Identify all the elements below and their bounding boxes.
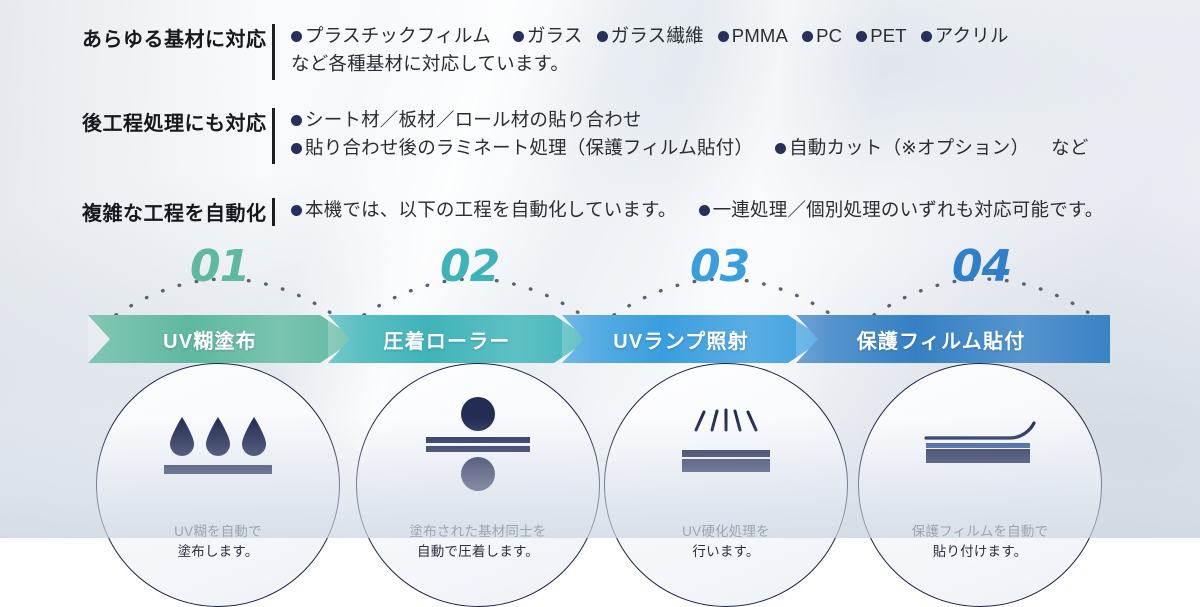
bullet-dot-icon — [596, 31, 608, 42]
feature-item-label: など — [1051, 137, 1089, 159]
feature-item-label: シート材／板材／ロール材の貼り合わせ — [305, 109, 642, 130]
feature-body: プラスチックフィルム ガラス ガラス繊維 PMMA PC PET アクリル など各種基材に対… — [291, 22, 1112, 78]
bullet-dot-icon — [291, 205, 302, 216]
process-step-circle-04: 保護フィルムを自動で 貼り付けます。 — [858, 363, 1102, 607]
feature-item-label: ガラス繊維 — [610, 25, 704, 46]
caption-line-2: 貼り付けます。 — [932, 543, 1028, 559]
process-step-circle-02: 塗布された基材同士を 自動で圧着します。 — [356, 363, 600, 607]
protective-film-glyph — [924, 421, 1036, 463]
caption-line-2: 塗布します。 — [177, 543, 259, 559]
feature-item-label: PET — [870, 25, 907, 46]
feature-body: 本機では、以下の工程を自動化しています。 一連処理／個別処理のいずれも対応可能です… — [291, 196, 1142, 224]
arrow-shape — [796, 315, 1110, 363]
caption-line-2: 自動で圧着します。 — [417, 543, 539, 559]
caption-line-1: UV糊を自動で — [174, 523, 262, 539]
pressure-rollers-icon — [357, 397, 599, 491]
process-step-arrow-04[interactable]: 保護フィルム貼付 — [796, 315, 1110, 363]
process-step-label: UV糊塗布 — [163, 330, 257, 353]
feature-item-label: 一連処理／個別処理のいずれも対応可能です。 — [712, 199, 1104, 220]
step-number-03: 03 — [690, 241, 750, 292]
feature-item-label: PMMA — [731, 25, 789, 46]
feature-row-postprocess: 後工程処理にも対応 シート材／板材／ロール材の貼り合わせ 貼り合わせ後のラミネー… — [72, 106, 1132, 166]
feature-item-label: アクリル — [934, 25, 1009, 46]
step-number-04: 04 — [952, 241, 1012, 292]
step-number-01: 01 — [190, 241, 250, 292]
pressure-rollers-glyph — [426, 397, 530, 491]
process-flow: 01 02 03 04 UV糊塗布 圧着ローラー — [0, 241, 1200, 607]
process-step-caption: 塗布された基材同士を 自動で圧着します。 — [357, 522, 599, 563]
uv-lamp-rays-icon — [605, 404, 847, 484]
feature-item-label: ガラス — [526, 25, 583, 46]
caption-line-1: 塗布された基材同士を — [409, 523, 547, 539]
feature-heading: 複雑な工程を自動化 — [82, 203, 267, 225]
droplets-on-bar-glyph — [164, 417, 272, 474]
feature-line: プラスチックフィルム ガラス ガラス繊維 PMMA PC PET アクリル — [291, 22, 1112, 50]
bullet-dot-icon — [920, 31, 932, 42]
feature-body: シート材／板材／ロール材の貼り合わせ 貼り合わせ後のラミネート処理（保護フィルム… — [291, 106, 1132, 162]
bullet-dot-icon — [291, 115, 302, 126]
feature-heading: あらゆる基材に対応 — [82, 29, 267, 51]
process-step-caption: 保護フィルムを自動で 貼り付けます。 — [859, 522, 1101, 563]
process-step-label: 保護フィルム貼付 — [856, 330, 1026, 353]
feature-item-label: 貼り合わせ後のラミネート処理（保護フィルム貼付） — [305, 137, 754, 159]
process-step-circle-03: UV硬化処理を 行います。 — [604, 363, 848, 607]
feature-line: 貼り合わせ後のラミネート処理（保護フィルム貼付） 自動カット（※オプション） など — [291, 134, 1132, 162]
bullet-dot-icon — [512, 31, 524, 42]
bullet-dot-icon — [291, 31, 302, 42]
process-step-circle-01: UV糊を自動で 塗布します。 — [96, 363, 340, 607]
process-step-label: UVランプ照射 — [613, 330, 749, 353]
bullet-dot-icon — [775, 143, 787, 155]
feature-item-label: など各種基材に対応しています。 — [291, 53, 570, 75]
feature-line: など各種基材に対応しています。 — [291, 50, 1112, 78]
feature-item-label: 本機では、以下の工程を自動化しています。 — [305, 199, 677, 220]
process-step-arrow-02[interactable]: 圧着ローラー — [328, 315, 590, 363]
feature-divider — [272, 24, 275, 80]
feature-item-label: 自動カット（※オプション） — [789, 137, 1030, 159]
process-step-arrow-01[interactable]: UV糊塗布 — [88, 315, 356, 363]
step-number-02: 02 — [440, 241, 500, 292]
bullet-dot-icon — [856, 31, 868, 42]
feature-item-label: プラスチックフィルム — [305, 25, 491, 46]
feature-heading: 後工程処理にも対応 — [82, 113, 267, 135]
process-step-arrow-03[interactable]: UVランプ照射 — [562, 315, 824, 363]
feature-line: シート材／板材／ロール材の貼り合わせ — [291, 106, 1132, 134]
feature-divider — [272, 108, 275, 164]
arrow-shape — [562, 315, 824, 363]
feature-line: 本機では、以下の工程を自動化しています。 一連処理／個別処理のいずれも対応可能です… — [291, 196, 1142, 224]
caption-line-1: 保護フィルムを自動で — [911, 523, 1049, 539]
process-step-label: 圧着ローラー — [383, 330, 511, 353]
caption-line-2: 行います。 — [692, 543, 760, 559]
feature-item-label: PC — [816, 25, 843, 46]
caption-line-1: UV硬化処理を — [682, 523, 770, 539]
bullet-dot-icon — [291, 143, 302, 155]
bullet-dot-icon — [698, 205, 710, 216]
process-step-caption: UV硬化処理を 行います。 — [605, 522, 847, 563]
bullet-dot-icon — [802, 31, 814, 42]
bullet-dot-icon — [717, 31, 729, 42]
process-step-caption: UV糊を自動で 塗布します。 — [97, 522, 339, 563]
process-arrow-band: UV糊塗布 圧着ローラー UVランプ照射 保護フィルム貼付 — [88, 315, 1110, 363]
arrow-shape — [328, 315, 590, 363]
feature-row-materials: あらゆる基材に対応 プラスチックフィルム ガラス ガラス繊維 PMMA PC PET アクリ… — [72, 22, 1112, 82]
feature-row-automation: 複雑な工程を自動化 本機では、以下の工程を自動化しています。 一連処理／個別処理の… — [72, 196, 1142, 228]
uv-lamp-rays-glyph — [682, 408, 770, 472]
feature-divider — [272, 198, 275, 226]
protective-film-icon — [859, 410, 1101, 484]
droplets-on-bar-icon — [97, 410, 339, 482]
arrow-shape — [88, 315, 356, 363]
